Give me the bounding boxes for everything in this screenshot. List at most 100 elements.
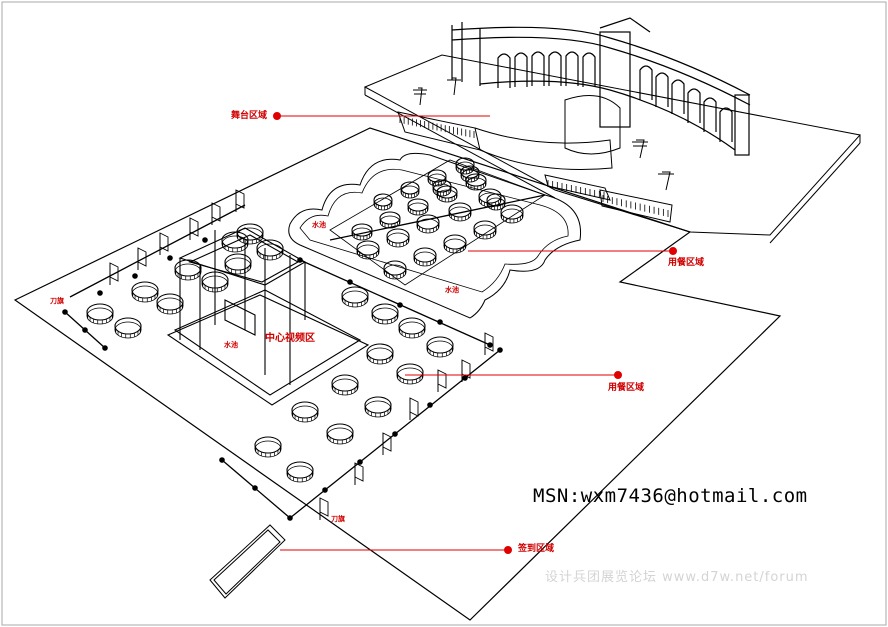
colonnade-arch bbox=[671, 79, 685, 114]
dining-table bbox=[286, 461, 314, 483]
fence-post bbox=[287, 515, 293, 521]
colonnade-arch bbox=[639, 65, 653, 100]
contact-email: MSN:wxm7436@hotmail.com bbox=[533, 485, 808, 507]
callout-leaders bbox=[273, 112, 677, 554]
fence-post bbox=[97, 290, 103, 296]
label-stage-area: 舞台区域 bbox=[231, 111, 268, 121]
dining-table bbox=[86, 303, 114, 325]
dining-table bbox=[174, 259, 202, 281]
colonnade-arch bbox=[548, 51, 562, 86]
flag-banner bbox=[211, 202, 221, 225]
flag-banner bbox=[137, 247, 147, 270]
colonnade-arch bbox=[514, 52, 528, 87]
flag-banners bbox=[109, 189, 494, 520]
fence-post bbox=[297, 257, 303, 263]
fence-post bbox=[487, 342, 493, 348]
colonnade-arch bbox=[655, 72, 669, 107]
fence-post bbox=[427, 402, 433, 408]
fence-post bbox=[167, 255, 173, 261]
dining-table bbox=[407, 198, 429, 216]
fence-post bbox=[497, 347, 503, 353]
label-pool-3: 水池 bbox=[224, 341, 238, 349]
fence-post bbox=[62, 309, 68, 315]
dining-table bbox=[396, 363, 424, 385]
fence-post bbox=[202, 237, 208, 243]
label-flag-1: 刀旗 bbox=[50, 297, 64, 305]
railing-balusters bbox=[399, 116, 669, 217]
dining-table bbox=[400, 181, 420, 199]
flag-banner bbox=[409, 397, 419, 420]
flag-banner bbox=[461, 359, 471, 382]
dining-table bbox=[383, 260, 407, 280]
flag-banner bbox=[189, 217, 199, 240]
watermark: 设计兵团展览论坛 www.d7w.net/forum bbox=[545, 570, 809, 585]
dining-tables bbox=[86, 157, 524, 483]
flag-banner bbox=[159, 232, 169, 255]
dining-table bbox=[254, 436, 282, 458]
flag-banner bbox=[109, 262, 119, 285]
flag-banner bbox=[319, 497, 329, 520]
pool-outline bbox=[288, 152, 582, 319]
fence-post bbox=[397, 302, 403, 308]
dining-table bbox=[201, 271, 229, 293]
dining-table bbox=[413, 247, 437, 267]
colonnade-arch bbox=[531, 51, 545, 86]
dining-table bbox=[236, 223, 264, 245]
dining-table bbox=[256, 239, 284, 261]
dining-table bbox=[455, 157, 475, 175]
dining-table bbox=[326, 423, 354, 445]
dining-table bbox=[427, 169, 447, 187]
flag-banner bbox=[235, 189, 245, 212]
dining-table bbox=[356, 240, 380, 260]
pool-inner-outline bbox=[299, 168, 569, 293]
label-pool-2: 水池 bbox=[445, 286, 459, 294]
dining-table bbox=[366, 343, 394, 365]
dining-table bbox=[398, 317, 426, 339]
label-signin-area: 签到区域 bbox=[518, 544, 555, 554]
label-center-video: 中心视频区 bbox=[265, 333, 315, 344]
label-flag-2: 刀旗 bbox=[331, 515, 345, 523]
dining-table bbox=[364, 396, 392, 418]
center-video-truss bbox=[166, 227, 370, 406]
dining-table bbox=[443, 234, 467, 254]
label-dining-area-1: 用餐区域 bbox=[668, 258, 705, 268]
dining-table bbox=[426, 336, 454, 358]
fence-post bbox=[219, 457, 225, 463]
dining-table bbox=[373, 193, 393, 211]
dining-table bbox=[351, 223, 373, 241]
stage-platform bbox=[363, 54, 861, 236]
fence-post bbox=[322, 487, 328, 493]
floor-outline bbox=[13, 127, 782, 621]
fence-posts bbox=[62, 237, 503, 521]
fence-post bbox=[82, 327, 88, 333]
dining-table bbox=[224, 253, 252, 275]
fence-post bbox=[252, 485, 258, 491]
dining-table bbox=[486, 193, 506, 211]
dining-table bbox=[500, 204, 524, 224]
dining-table bbox=[371, 303, 399, 325]
colonnade-arch bbox=[497, 53, 511, 88]
stage-colonnade bbox=[451, 17, 751, 156]
dining-table bbox=[331, 374, 359, 396]
dining-table bbox=[448, 202, 472, 222]
dining-table bbox=[465, 173, 487, 191]
label-pool-1: 水池 bbox=[312, 221, 326, 229]
colonnade-arches bbox=[497, 51, 733, 142]
dining-table bbox=[379, 211, 401, 229]
dining-table bbox=[478, 188, 502, 208]
colonnade-arch bbox=[565, 51, 579, 86]
fence-post bbox=[437, 319, 443, 325]
dining-table bbox=[131, 281, 159, 303]
dining-table bbox=[432, 179, 452, 197]
fence-post bbox=[102, 345, 108, 351]
colonnade-arch bbox=[703, 97, 717, 132]
flag-banner bbox=[484, 332, 494, 355]
fence-post bbox=[132, 273, 138, 279]
flag-banner bbox=[354, 462, 364, 485]
dining-table bbox=[436, 185, 458, 203]
colonnade-arch bbox=[582, 52, 596, 87]
fence-post bbox=[347, 279, 353, 285]
